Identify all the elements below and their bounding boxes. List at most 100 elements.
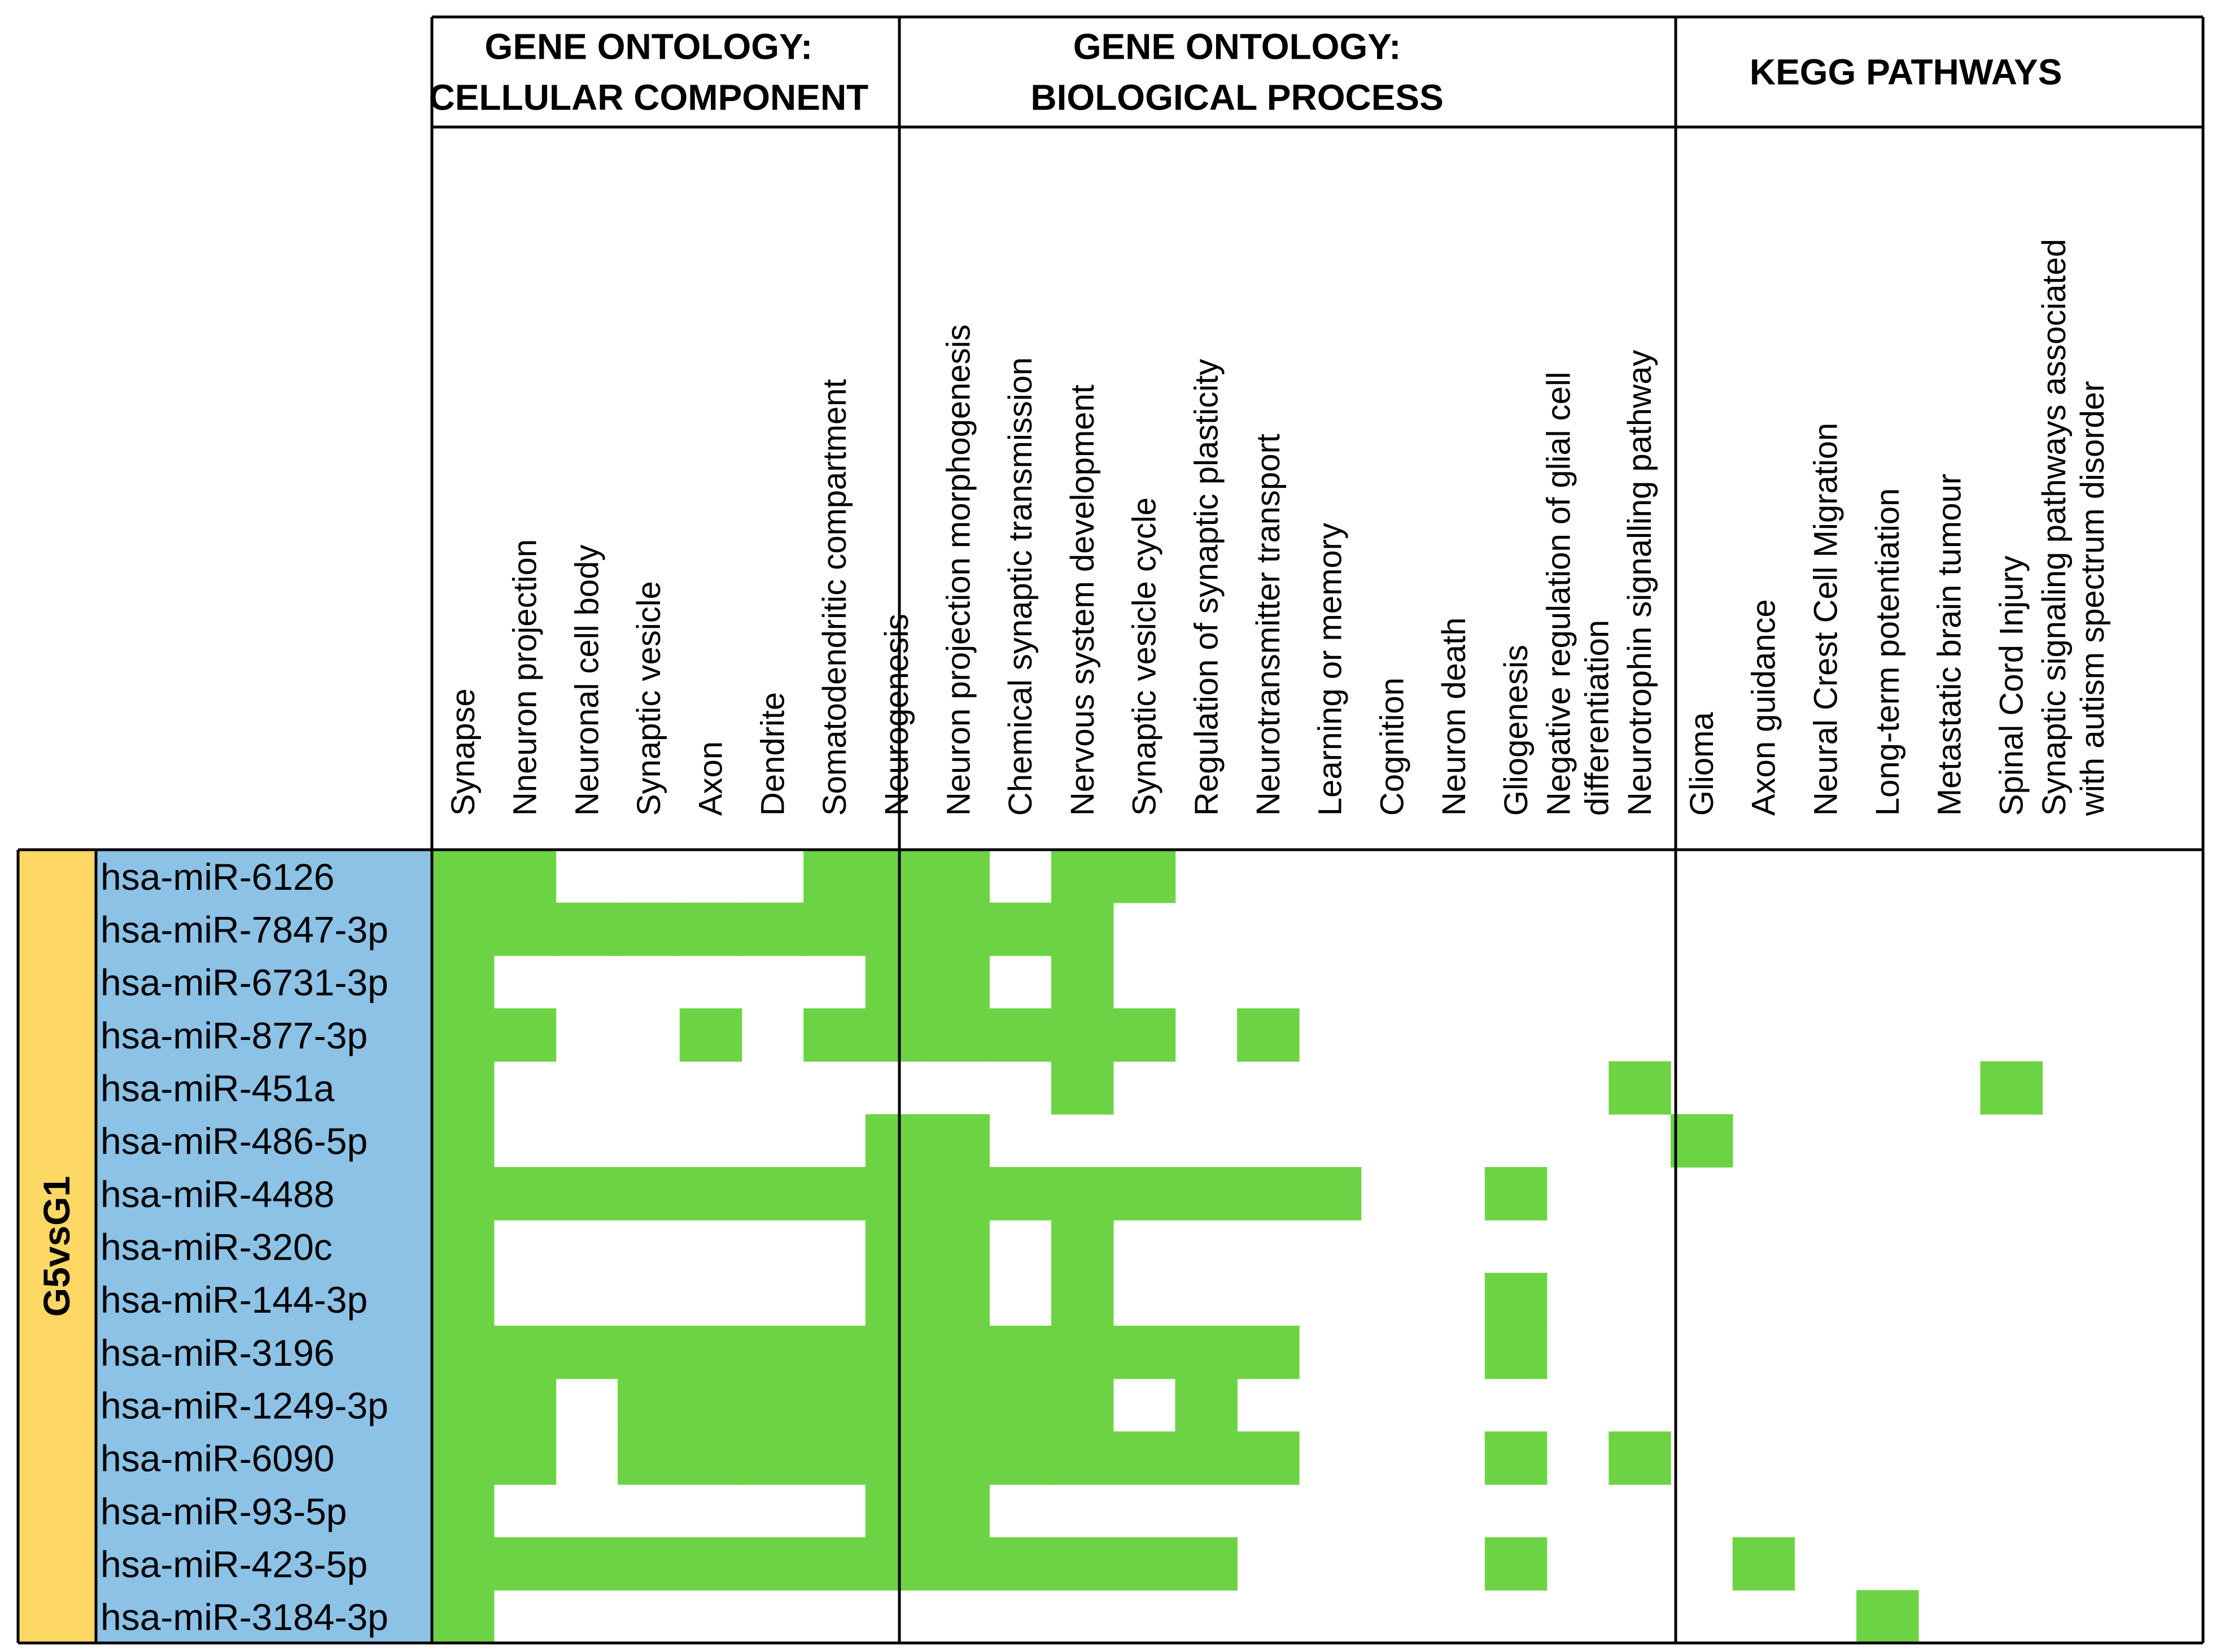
column-label: differentiation (1579, 620, 1615, 816)
heatmap-cell-present (432, 955, 495, 1009)
heatmap-cell-present (927, 1167, 990, 1221)
row-label: hsa-miR-6090 (100, 1437, 335, 1479)
heatmap-cell-present (1051, 1061, 1114, 1115)
column-label: Neurotransmitter transport (1250, 434, 1287, 816)
row-label: hsa-miR-93-5p (100, 1491, 347, 1532)
column-label: Neuron projection morphogenesis (940, 324, 977, 816)
group-title: BIOLOGICAL PROCESS (1030, 77, 1443, 118)
heatmap-cell-present (556, 1326, 618, 1379)
heatmap-cell-present (1051, 1378, 1114, 1432)
heatmap-cell-present (618, 1326, 680, 1379)
column-label: Neurogenesis (878, 614, 915, 816)
heatmap-cell-present (493, 1378, 557, 1432)
heatmap-cell-present (493, 1008, 557, 1062)
heatmap-cell-present (432, 1484, 495, 1538)
heatmap-cell-present (432, 1220, 495, 1274)
heatmap-cell-present (1484, 1431, 1548, 1485)
heatmap-cell-present (1113, 1326, 1176, 1379)
group-title: GENE ONTOLOGY: (1073, 27, 1401, 67)
heatmap-cell-present (741, 1431, 804, 1485)
heatmap-cell-present (1856, 1590, 1919, 1644)
heatmap-cell-present (432, 1326, 495, 1379)
column-label: Learning or memory (1312, 523, 1349, 816)
heatmap-cell-present (803, 902, 866, 956)
heatmap-cell-present (927, 955, 990, 1009)
row-label: hsa-miR-451a (100, 1068, 335, 1109)
heatmap-cell-present (1237, 1326, 1300, 1379)
heatmap-cell-present (679, 1537, 742, 1591)
row-label: hsa-miR-320c (100, 1226, 333, 1268)
heatmap-cell-present (618, 1378, 680, 1432)
heatmap-cell-present (1980, 1061, 2043, 1115)
heatmap-cell-present (741, 1378, 804, 1432)
row-label: hsa-miR-144-3p (100, 1279, 368, 1321)
column-label: Neuronal cell body (569, 545, 605, 816)
heatmap-cell-present (1484, 1167, 1548, 1221)
row-label: hsa-miR-6731-3p (100, 962, 388, 1003)
heatmap-cell-present (493, 1431, 557, 1485)
heatmap-cell-present (989, 1326, 1052, 1379)
heatmap-cell-present (679, 1008, 742, 1062)
heatmap-cell-present (803, 850, 866, 903)
column-label: Chemical synaptic transmission (1002, 357, 1039, 816)
row-label: hsa-miR-1249-3p (100, 1385, 388, 1427)
heatmap-cell-present (618, 1537, 680, 1591)
heatmap-cell-present (432, 1273, 495, 1326)
row-label: hsa-miR-486-5p (100, 1120, 368, 1162)
heatmap-cell-present (556, 902, 618, 956)
heatmap-cell-present (927, 850, 990, 903)
column-label: Synaptic vesicle (631, 581, 667, 816)
heatmap-cell-present (865, 1378, 928, 1432)
heatmap-cell-present (1113, 1008, 1176, 1062)
group-title: GENE ONTOLOGY: (485, 27, 813, 67)
heatmap-cell-present (989, 1537, 1052, 1591)
heatmap-cell-present (432, 1061, 495, 1115)
column-label: Negative regulation of glial cell (1540, 372, 1577, 816)
heatmap-cell-present (432, 1431, 495, 1485)
heatmap-cell-present (803, 1431, 866, 1485)
column-label: with autism spectrum disorder (2074, 381, 2111, 816)
heatmap-cell-present (927, 1484, 990, 1538)
column-label: Synapse (445, 688, 482, 816)
column-label: Axon (693, 741, 729, 816)
heatmap-cell-present (927, 1008, 990, 1062)
column-label: Neuron death (1436, 618, 1472, 816)
heatmap-cell-present (865, 1008, 928, 1062)
heatmap-cell-present (1113, 850, 1176, 903)
heatmap-cell-present (989, 1008, 1052, 1062)
heatmap-cell-present (865, 1220, 928, 1274)
column-label: Gliogenesis (1498, 645, 1535, 816)
heatmap-cell-present (1299, 1167, 1362, 1221)
heatmap-cell-present (556, 1537, 618, 1591)
heatmap-cell-present (432, 1537, 495, 1591)
heatmap-cell-present (493, 1537, 557, 1591)
row-label: hsa-miR-3184-3p (100, 1596, 388, 1638)
side-label: G5vsG1 (36, 1176, 77, 1317)
column-label: Glioma (1684, 712, 1720, 816)
heatmap-cell-present (865, 1537, 928, 1591)
heatmap-cell-present (1051, 1220, 1114, 1274)
group-title: KEGG PATHWAYS (1750, 52, 2062, 93)
heatmap-cell-present (741, 1326, 804, 1379)
heatmap-cell-present (618, 1431, 680, 1485)
heatmap-cell-present (1175, 1326, 1238, 1379)
heatmap-cell-present (803, 1167, 866, 1221)
heatmap-cell-present (1175, 1167, 1238, 1221)
heatmap-cell-present (865, 955, 928, 1009)
heatmap-cell-present (1175, 1537, 1238, 1591)
heatmap-cell-present (803, 1378, 866, 1432)
heatmap-cell-present (1051, 955, 1114, 1009)
column-label: Spinal Cord Injury (1993, 556, 2030, 816)
column-label: Synaptic vesicle cycle (1126, 497, 1163, 816)
row-label: hsa-miR-3196 (100, 1332, 335, 1374)
heatmap-cell-present (1732, 1537, 1795, 1591)
row-label: hsa-miR-4488 (100, 1173, 335, 1215)
row-label: hsa-miR-7847-3p (100, 909, 388, 951)
heatmap-cell-present (865, 1431, 928, 1485)
heatmap-cell-present (556, 1167, 618, 1221)
heatmap-cell-present (432, 1167, 495, 1221)
column-label: Somatodendritic compartment (816, 379, 853, 816)
heatmap-cell-present (989, 902, 1052, 956)
heatmap-cell-present (1609, 1061, 1671, 1115)
